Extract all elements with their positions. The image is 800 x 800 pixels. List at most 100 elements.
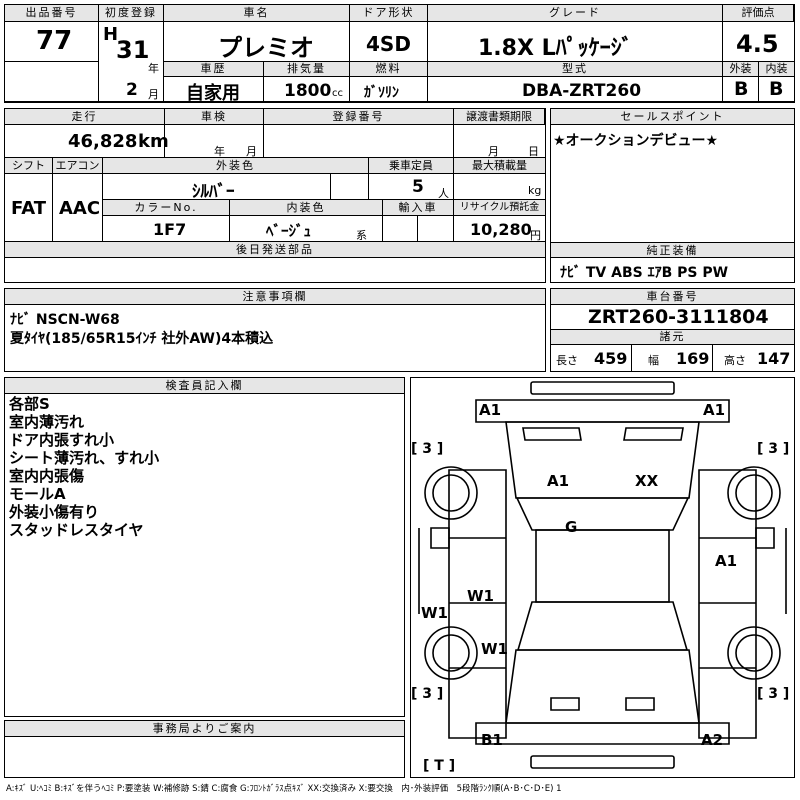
color-value: ｼﾙﾊﾞｰ [192, 182, 235, 202]
mark-left-quarter: W1 [481, 640, 508, 658]
mileage-label: 走行 [5, 109, 165, 125]
front-left-wheel [424, 466, 478, 520]
capacity-cell [369, 174, 454, 200]
history-value: 自家用 [186, 83, 240, 104]
office-box [4, 720, 405, 778]
side-sills [418, 528, 787, 614]
inspector-line: スタッドレスタイヤ [9, 521, 144, 539]
mark-rear-right: A2 [701, 731, 723, 749]
insp-month-unit: 月 [246, 145, 257, 158]
import-label: 輸入車 [383, 200, 454, 216]
bracket-rear-right: [ 3 ] [757, 686, 789, 702]
color-cell [103, 174, 331, 200]
chassis-number: ZRT260-3111804 [588, 306, 769, 328]
left-headlight [522, 427, 582, 441]
windshield [515, 497, 690, 531]
int-color-label: 内装色 [230, 200, 383, 216]
car-diagram: A1 A1 A1 XX G A1 W1 W1 W1 B1 A2 [ 3 ] [ … [411, 381, 789, 774]
spec-width-cell [632, 345, 713, 371]
year-unit: 年 [148, 62, 159, 75]
spec-length-cell [551, 345, 632, 371]
first-reg-cell [99, 22, 164, 102]
inspection-cell [165, 125, 264, 158]
interior-label: 内装 [759, 62, 794, 77]
name-cell [164, 22, 350, 62]
color-no-value: 1F7 [153, 220, 187, 239]
notes-line-2: 夏ﾀｲﾔ(185/65R15ｲﾝﾁ 社外AW)4本積込 [10, 331, 274, 347]
office-label: 事務局よりご案内 [5, 721, 404, 737]
rear-bumper-bottom [530, 755, 675, 769]
import-cell [383, 216, 418, 242]
height-value: 147 [757, 349, 791, 368]
length-value: 459 [594, 349, 628, 368]
model-value: DBA-ZRT260 [522, 81, 642, 101]
score-label: 評価点 [723, 5, 794, 22]
mark-hood-left: A1 [547, 472, 569, 490]
length-label: 長さ [556, 354, 578, 367]
regno-cell [264, 125, 454, 158]
shift-cell [5, 174, 53, 242]
shift-label: シフト [5, 158, 53, 174]
right-body [698, 469, 757, 739]
right-panel-lines [699, 537, 756, 669]
rear-glass [516, 601, 689, 651]
displacement-label: 排気量 [264, 62, 350, 77]
mark-hood-right: XX [635, 472, 659, 490]
name-label: 車名 [164, 5, 350, 22]
mileage-cell [5, 125, 165, 158]
mark-rear-left: B1 [481, 731, 503, 749]
chassis-number-cell [551, 305, 794, 330]
fuel-cell [350, 77, 428, 102]
color-label: 外装色 [103, 158, 369, 174]
left-body [448, 469, 507, 739]
grade-label: グレード [428, 5, 723, 22]
month-unit: 月 [148, 88, 159, 101]
load-label: 最大積載量 [454, 158, 545, 174]
inspector-lines: 各部S 室内薄汚れ ドア内張すれ小 シート薄汚れ、すれ小 室内内張傷 モールA … [9, 395, 159, 539]
history-label: 車歴 [164, 62, 264, 77]
bracket-tire: [ T ] [423, 758, 455, 774]
fuel-label: 燃料 [350, 62, 428, 77]
color-sub-cell [331, 174, 369, 200]
door-cell [350, 22, 428, 62]
ac-value: AAC [59, 198, 101, 219]
displacement-cell [264, 77, 350, 102]
notes-box [4, 288, 546, 372]
sales-point-box [550, 108, 795, 283]
door-value: 4SD [366, 32, 411, 56]
insp-year-unit: 年 [214, 145, 225, 158]
recycle-unit: 円 [530, 229, 541, 242]
left-taillight [550, 697, 580, 711]
score-value: 4.5 [736, 30, 779, 58]
exterior-cell [723, 77, 759, 102]
mark-front-left: A1 [479, 401, 501, 419]
right-taillight [625, 697, 655, 711]
notes-label: 注意事項欄 [5, 289, 545, 305]
color-no-cell [103, 216, 230, 242]
front-right-wheel [727, 466, 781, 520]
fuel-value: ｶﾞｿﾘﾝ [364, 85, 399, 101]
recycle-cell [454, 216, 545, 242]
capacity-label: 乗車定員 [369, 158, 454, 174]
details-block [4, 108, 546, 283]
model-label: 型式 [428, 62, 723, 77]
hood [505, 421, 700, 499]
inspector-line: シート薄汚れ、すれ小 [9, 449, 160, 467]
sales-point-label: セールスポイント [551, 109, 794, 125]
sales-point-text: ★オークションデビュー★ [553, 133, 719, 149]
car-diagram-box [410, 377, 795, 778]
int-color-cell [230, 216, 383, 242]
lot-label: 出品番号 [5, 5, 99, 22]
rear-left-wheel [424, 626, 478, 680]
int-color-unit: 系 [356, 229, 367, 242]
door-label: ドア形状 [350, 5, 428, 22]
roof [535, 529, 670, 603]
inspector-line: 室内内張傷 [9, 467, 85, 485]
load-unit: kg [528, 184, 542, 197]
regno-label: 登録番号 [264, 109, 454, 125]
front-bumper-top [530, 381, 675, 395]
capacity-unit: 人 [438, 187, 449, 200]
grade-value: 1.8X Lﾊﾟｯｹｰｼﾞ [478, 36, 633, 61]
transfer-day-unit: 日 [528, 145, 539, 158]
mark-right-door: A1 [715, 552, 737, 570]
